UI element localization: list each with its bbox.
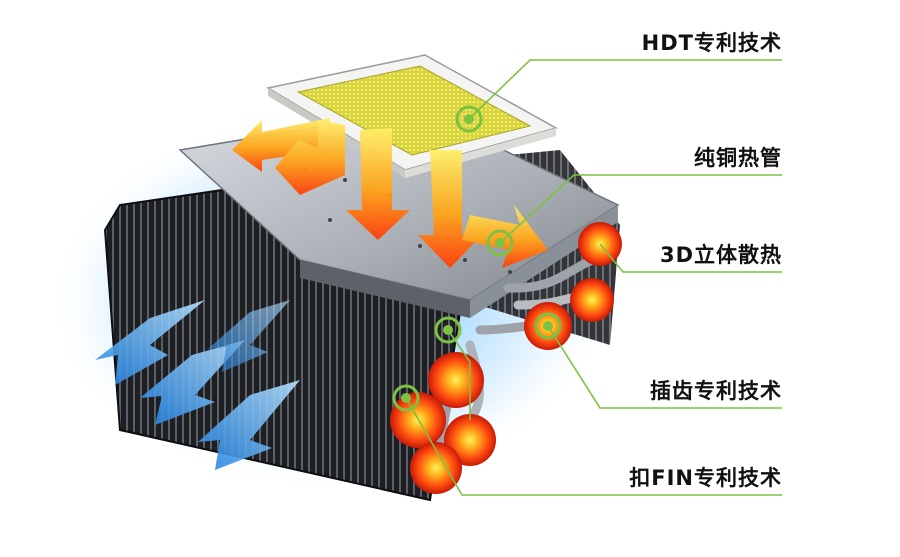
callout-line-copper (499, 174, 782, 244)
callout-label-hdt: HDT专利技术 (641, 31, 782, 55)
callout-marker-insert (534, 312, 562, 340)
callout-label-copper: 纯铜热管 (694, 146, 782, 170)
callout-line-insert (547, 325, 782, 409)
callout-line-fin-b (405, 397, 782, 496)
airflow-arrows (95, 300, 300, 470)
callout-marker-copper (486, 229, 514, 257)
callout-lines (405, 59, 782, 496)
callout-markers (392, 105, 562, 412)
callout-marker-fin-b (392, 384, 420, 412)
base-plate-edge (300, 260, 470, 318)
callout-line-hdt (468, 59, 782, 120)
callout-label-insert: 插齿专利技术 (650, 379, 782, 403)
callout-label-dissipation: 3D立体散热 (659, 243, 782, 267)
heat-flow-arrows (232, 118, 548, 268)
callout-marker-fin-a (434, 316, 462, 344)
callout-marker-hdt (455, 105, 483, 133)
callout-label-fin: 扣FIN专利技术 (629, 466, 782, 490)
callout-line-dissipation (599, 243, 782, 273)
